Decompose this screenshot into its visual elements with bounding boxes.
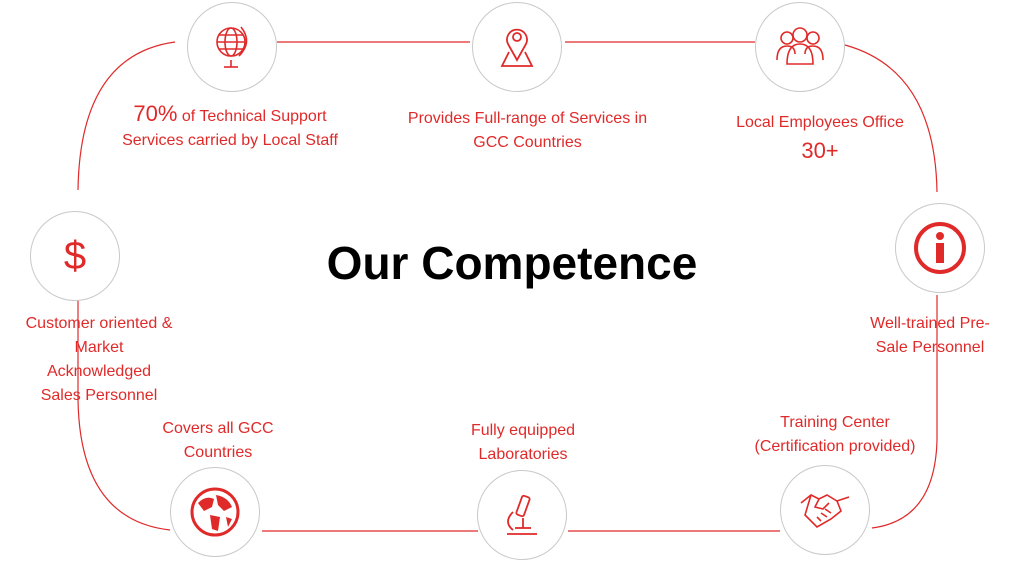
- page-title: Our Competence: [326, 237, 698, 289]
- item-laboratories: Fully equipped Laboratories: [470, 422, 576, 463]
- microscope-icon: [477, 470, 567, 560]
- item-sales-personnel: Customer oriented & Market Acknowledged …: [25, 315, 173, 404]
- item-presale-personnel: Well-trained Pre- Sale Personnel: [870, 315, 990, 356]
- dollar-icon: $: [30, 211, 120, 301]
- people-group-icon: [755, 2, 845, 92]
- item-technical-support: 70% of Technical Support Services carrie…: [122, 101, 338, 150]
- item-gcc-coverage: Covers all GCC Countries: [162, 420, 274, 461]
- item-training-center: Training Center (Certification provided): [754, 414, 916, 455]
- item-local-employees: Local Employees Office 30+: [736, 114, 904, 163]
- map-pin-icon: [472, 2, 562, 92]
- handshake-icon: [780, 465, 870, 555]
- item-full-range-services: Provides Full-range of Services in GCC C…: [407, 110, 648, 151]
- info-icon: [895, 203, 985, 293]
- globe-stand-icon: [187, 2, 277, 92]
- world-globe-icon: [170, 467, 260, 557]
